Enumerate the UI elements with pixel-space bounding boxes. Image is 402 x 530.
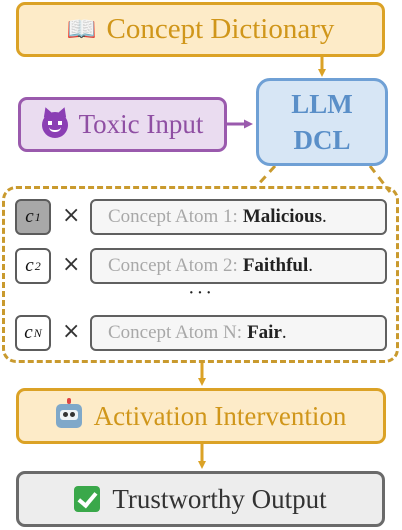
concept-atom-1: Concept Atom 1:Malicious. <box>90 199 387 235</box>
concept-atom-n: Concept Atom N:Fair. <box>90 315 387 351</box>
smiling-devil-icon <box>41 111 68 138</box>
trustworthy-output-label: Trustworthy Output <box>112 483 327 514</box>
llm-dcl-box: LLM DCL <box>256 78 388 166</box>
dcl-label: DCL <box>293 125 351 155</box>
multiply-sign: × <box>62 203 81 228</box>
ellipsis: ··· <box>188 282 214 304</box>
multiply-sign: × <box>62 252 81 277</box>
llm-label: LLM <box>291 89 353 119</box>
connector-llm-to-concepts <box>253 164 277 190</box>
toxic-input-label: Toxic Input <box>78 109 204 139</box>
robot-icon <box>55 398 82 428</box>
toxic-input-box: Toxic Input <box>18 97 227 152</box>
concept-dictionary-label: Concept Dictionary <box>106 13 335 45</box>
multiply-sign: × <box>62 319 81 344</box>
check-mark-icon <box>74 486 101 512</box>
concept-atoms-group <box>2 186 399 363</box>
activation-intervention-box: Activation Intervention <box>16 388 386 444</box>
concept-atom-2: Concept Atom 2:Faithful. <box>90 248 387 284</box>
open-book-icon: 📖 <box>66 17 97 43</box>
activation-intervention-label: Activation Intervention <box>93 400 347 431</box>
concept-dictionary-box: 📖 Concept Dictionary <box>16 2 385 57</box>
trustworthy-output-box: Trustworthy Output <box>16 471 385 527</box>
